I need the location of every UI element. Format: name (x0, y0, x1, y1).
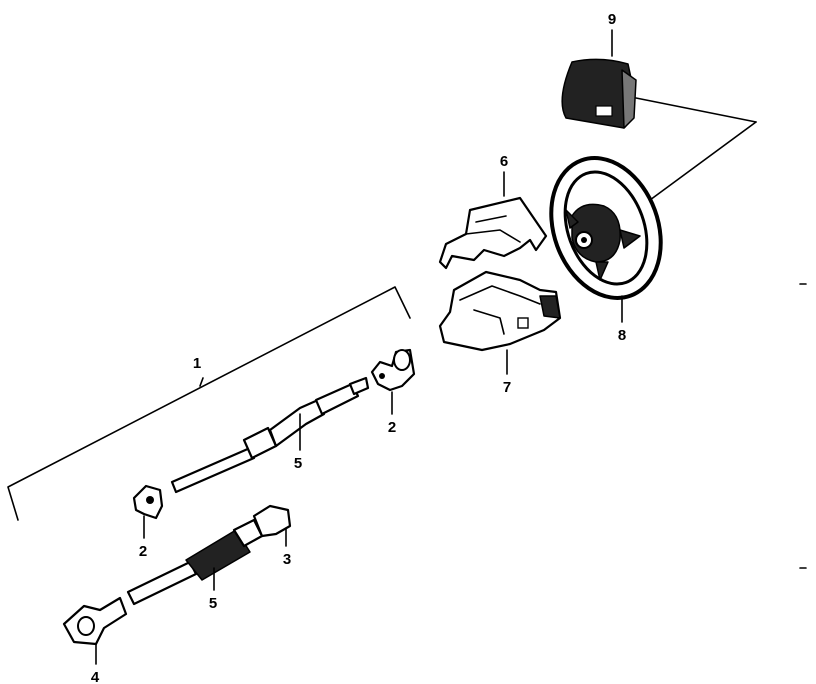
callout-5-lower: 5 (209, 595, 217, 612)
edge-ticks (799, 283, 807, 569)
lower-shroud (438, 270, 562, 375)
steering-shaft-upper (170, 376, 370, 494)
callout-3: 3 (283, 551, 291, 568)
callout-2-upper: 2 (388, 419, 396, 436)
callout-1: 1 (193, 355, 201, 372)
upper-shroud (438, 171, 548, 270)
callout-5-upper: 5 (294, 455, 302, 472)
column-bearing-lower (132, 484, 164, 539)
callout-9: 9 (608, 11, 616, 28)
callout-2-lower: 2 (139, 543, 147, 560)
callout-7: 7 (503, 379, 511, 396)
callout-8: 8 (618, 327, 626, 344)
airbag-leader-line (635, 97, 757, 201)
universal-joint (62, 596, 128, 665)
assembly-bracket (7, 286, 411, 521)
callout-4: 4 (91, 669, 100, 684)
column-bearing-upper (370, 348, 416, 415)
airbag-module (561, 29, 637, 129)
intermediate-shaft (126, 504, 292, 606)
callout-6: 6 (500, 153, 508, 170)
steering-wheel (549, 156, 663, 323)
